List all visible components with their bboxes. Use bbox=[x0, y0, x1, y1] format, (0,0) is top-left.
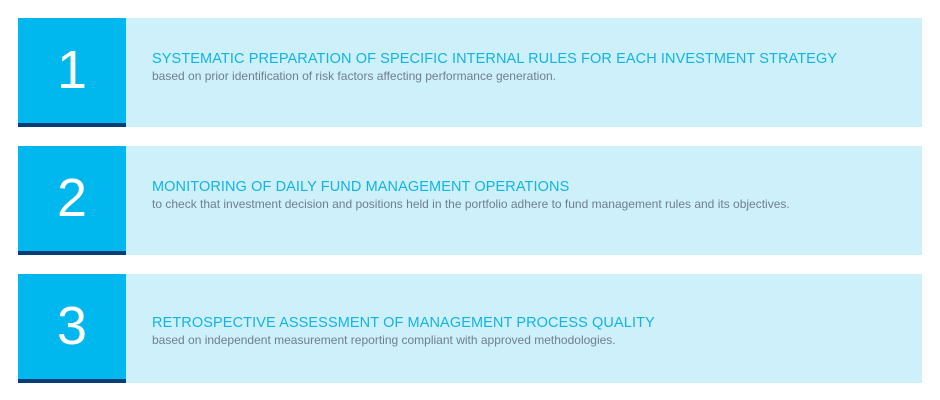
step-card-2: 2 MONITORING OF DAILY FUND MANAGEMENT OP… bbox=[18, 146, 922, 255]
step-number: 2 bbox=[56, 167, 88, 228]
step-text-panel: SYSTEMATIC PREPARATION OF SPECIFIC INTER… bbox=[126, 18, 922, 127]
step-number: 3 bbox=[56, 295, 88, 356]
step-title: RETROSPECTIVE ASSESSMENT OF MANAGEMENT P… bbox=[152, 315, 655, 331]
step-description: based on prior identification of risk fa… bbox=[152, 69, 557, 83]
step-text-panel: RETROSPECTIVE ASSESSMENT OF MANAGEMENT P… bbox=[126, 274, 922, 383]
step-description: based on independent measurement reporti… bbox=[152, 333, 616, 347]
step-number-badge: 3 bbox=[18, 274, 126, 383]
step-number: 1 bbox=[56, 39, 88, 100]
step-number-badge: 1 bbox=[18, 18, 126, 127]
step-number-badge: 2 bbox=[18, 146, 126, 255]
step-card-1: 1 SYSTEMATIC PREPARATION OF SPECIFIC INT… bbox=[18, 18, 922, 127]
step-description: to check that investment decision and po… bbox=[152, 197, 790, 211]
step-title: MONITORING OF DAILY FUND MANAGEMENT OPER… bbox=[152, 179, 570, 195]
step-text-panel: MONITORING OF DAILY FUND MANAGEMENT OPER… bbox=[126, 146, 922, 255]
step-title: SYSTEMATIC PREPARATION OF SPECIFIC INTER… bbox=[152, 51, 838, 67]
step-card-3: 3 RETROSPECTIVE ASSESSMENT OF MANAGEMENT… bbox=[18, 274, 922, 383]
